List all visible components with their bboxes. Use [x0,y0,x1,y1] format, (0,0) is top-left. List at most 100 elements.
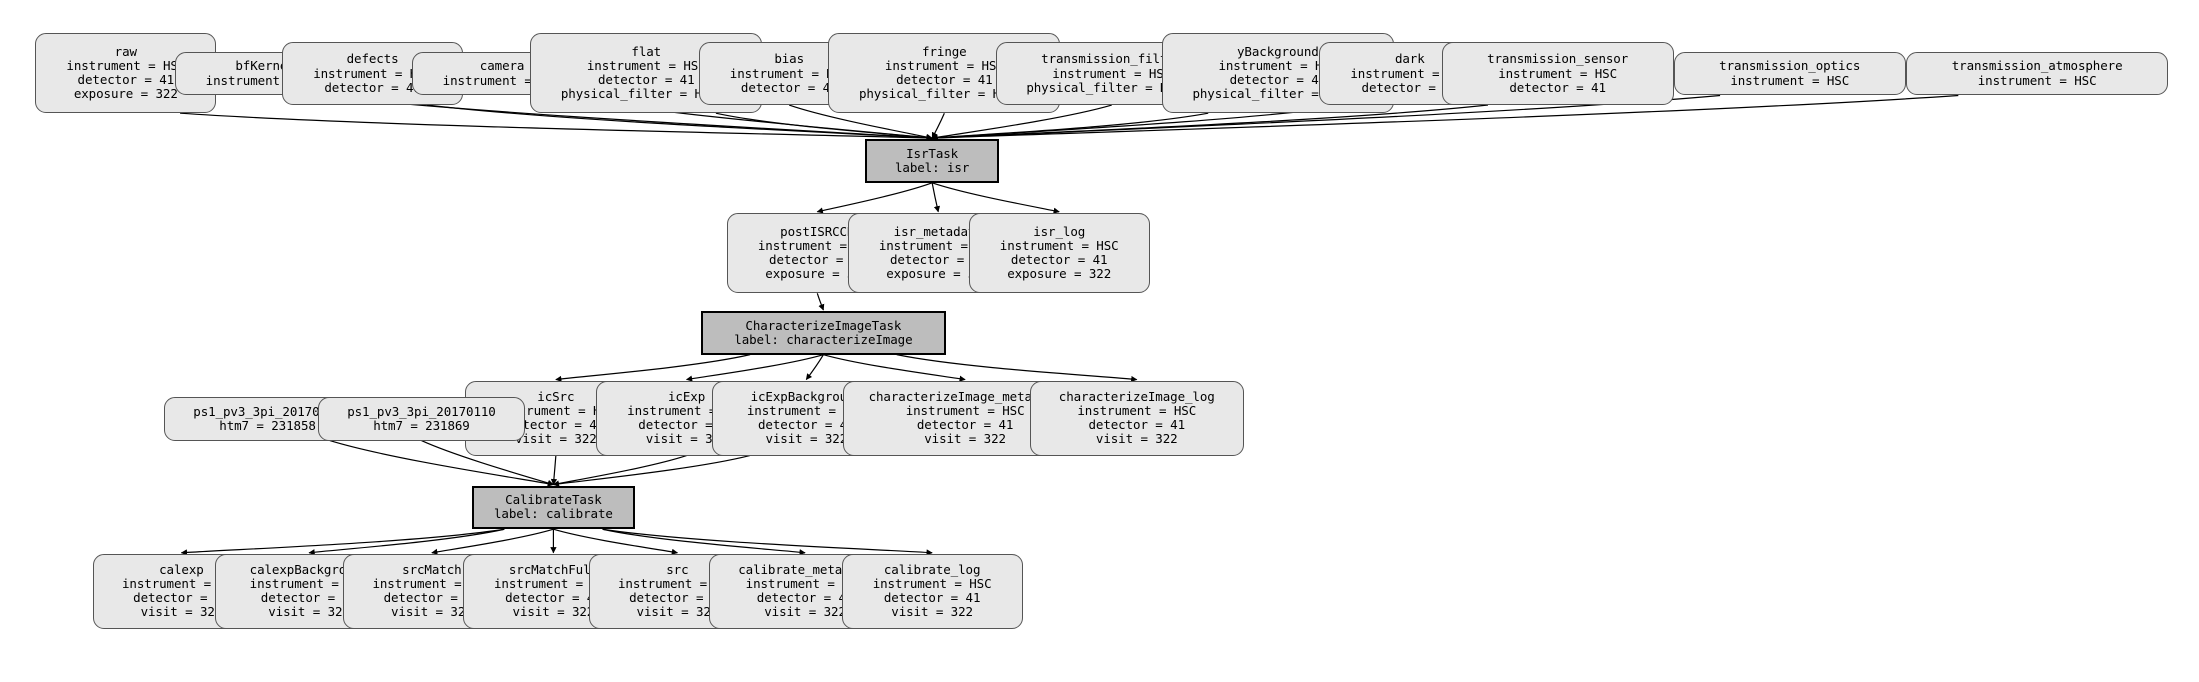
edge-raw-to-isr [180,112,933,142]
edge-isr-to-isr_metadata [931,182,941,213]
node-detail: instrument = HSC [872,576,992,592]
node-title: ps1_pv3_3pi_20170110 [347,403,496,419]
node-detail: visit = 322 [1095,431,1178,447]
edge-calibrate-to-calibrate_metadata [602,528,806,556]
node-detail: instrument = HSC [1730,72,1850,88]
node-title: camera [479,58,525,74]
node-title: flat [631,43,662,59]
node-detail: instrument = HSC [1052,65,1172,81]
node-title: ps1_pv3_3pi_20170110 [193,403,342,419]
node-title: yBackground [1237,43,1319,59]
node-title: icExpBackground [750,388,862,404]
node-detail: detector = 41 [505,590,602,606]
edge-icExpBackground-to-calibrate [552,454,751,487]
node-detail: visit = 322 [636,604,719,620]
edge-characterizeImage-to-characterizeImage_metadata [823,354,966,382]
node-title: IsrTask [906,145,959,161]
edge-characterizeImage-to-icSrc [555,354,751,383]
node-detail: exposure = 322 [73,86,178,102]
node-detail: detector = 41 [1010,252,1108,268]
edge-characterizeImage-to-characterizeImage_log [896,354,1138,383]
node-title: transmission_optics [1719,58,1861,74]
node-title: calibrate_log [883,561,981,577]
node-detail: visit = 322 [140,604,223,620]
node-detail: visit = 322 [391,604,473,620]
node-detail: label: isr [894,159,970,175]
node-title: srcMatchFull [508,561,598,577]
node-title: calexpBackground [249,561,369,577]
node-title: icExp [668,388,706,404]
node-detail: visit = 322 [765,431,848,447]
node-detail: label: characterizeImage [734,331,913,347]
edge-calibrate-to-calexpBackground [308,528,505,556]
node-title: calibrate_metadata [738,561,872,577]
node-detail: detector = 41 [597,71,695,87]
node-title: isr_metadata [893,223,983,239]
node-title: defects [346,51,399,67]
node-detail: detector = 41 [758,417,855,433]
node-title: src [666,561,689,577]
node-title: calexp [159,561,204,577]
edge-characterizeImage-to-icExpBackground [805,354,824,381]
node-title: characterizeImage_log [1058,388,1215,404]
edge-fringe-to-isr [931,112,945,139]
node-detail: htm7 = 231869 [373,417,470,433]
node-detail: detector = 41 [324,79,421,95]
node-title: CharacterizeImageTask [745,317,902,333]
node-detail: detector = 41 [1509,79,1606,95]
node-detail: visit = 322 [764,604,846,620]
node-detail: instrument = HSC [905,402,1025,418]
node-title: postISRCCD [780,223,855,239]
edge-calibrate-to-srcMatch [431,528,554,555]
node-detail: detector = 41 [740,79,838,95]
edge-calibrate-to-calibrate_log [602,528,933,556]
edge-yBackground-to-isr [931,112,1209,141]
node-title: bias [774,51,805,67]
node-detail: detector = 41 [77,71,175,87]
node-detail: detector = 41 [1088,417,1186,433]
node-title: characterizeImage_metadata [868,388,1062,404]
node-detail: instrument = HSC [66,57,186,73]
node-detail: detector = 41 [896,71,993,87]
node-detail: visit = 322 [891,604,973,620]
node-title: CalibrateTask [505,492,602,508]
node-detail: exposure = 322 [1007,266,1112,282]
node-title: fringe [922,43,967,59]
node-title: transmission_atmosphere [1951,58,2123,74]
node-title: raw [114,43,137,59]
node-detail: visit = 322 [268,604,350,620]
edge-isr-to-postISRCCD [816,182,933,214]
node-detail: instrument = HSC [1498,65,1618,81]
node-detail: detector = 41 [756,590,854,606]
node-detail: label: calibrate [494,506,613,522]
node-detail: visit = 322 [515,431,597,447]
edge-calibrate-to-src [553,528,679,555]
node-detail: detector = 41 [883,590,981,606]
edge-icSrc-to-calibrate [550,455,558,486]
node-title: transmission_sensor [1487,51,1629,67]
edge-isr-to-isr_log [931,182,1060,214]
edge-characterizeImage-to-icExp [685,354,824,382]
node-detail: detector = 41 [1229,71,1327,87]
node-detail: htm7 = 231858 [219,417,316,433]
node-title: transmission_filter [1041,51,1183,67]
node-detail: visit = 322 [512,604,595,620]
node-title: dark [1394,51,1425,67]
edge-flat-to-isr [715,112,933,141]
node-detail: instrument = HSC [1977,72,2097,88]
node-detail: detector = 41 [916,417,1014,433]
edge-postISRCCD-to-characterizeImage [816,293,825,311]
node-detail: visit = 322 [924,431,1006,447]
node-detail: instrument = HSC [1077,402,1197,418]
